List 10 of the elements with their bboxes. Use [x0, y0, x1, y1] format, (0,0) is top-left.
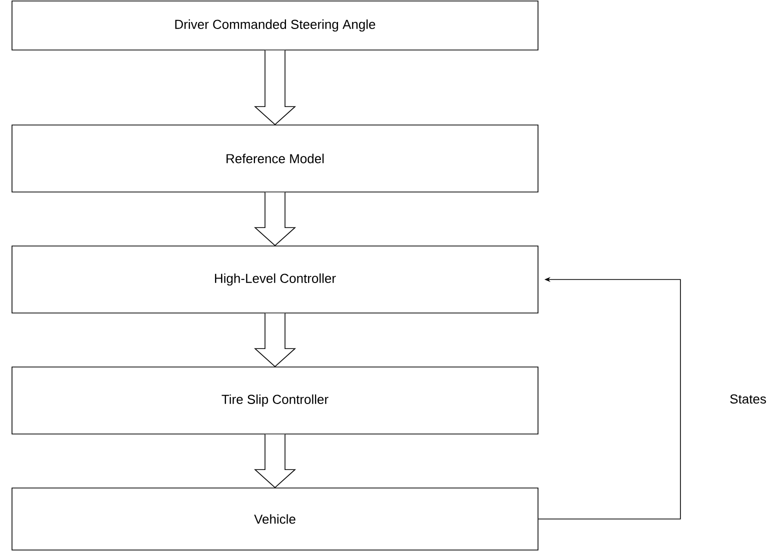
process-box: Tire Slip Controller	[12, 366, 538, 434]
edge-label: States	[730, 394, 766, 404]
process-box: High-Level Controller	[12, 246, 538, 314]
process-box: Reference Model	[12, 124, 538, 192]
block-arrow	[254, 434, 296, 488]
block-arrow	[254, 192, 296, 246]
block-arrow	[254, 313, 296, 368]
block-arrow	[254, 50, 296, 126]
process-box: Driver Commanded Steering Angle	[12, 0, 538, 50]
process-box: Vehicle	[12, 488, 538, 550]
